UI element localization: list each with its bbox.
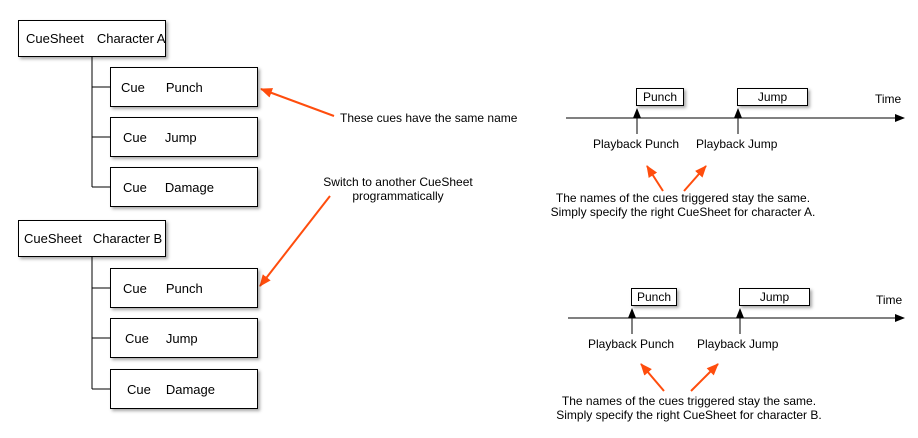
cuesheet-a-node: CueSheet Character A xyxy=(18,20,166,57)
switch-arrow xyxy=(259,195,331,287)
cue-a-damage-node: Cue Damage xyxy=(110,167,258,207)
cue-a-punch-node: Cue Punch xyxy=(110,67,258,107)
timeline-b-playback-punch: Playback Punch xyxy=(588,337,675,351)
timeline-b-caption-line1: The names of the cues triggered stay the… xyxy=(561,394,817,408)
cuesheet-a-name: Character A xyxy=(96,31,166,46)
timeline-b xyxy=(568,308,905,392)
cuesheet-b-label: CueSheet xyxy=(24,231,82,246)
timeline-a-event-jump: Jump xyxy=(737,88,808,106)
cue-label: Cue xyxy=(127,381,151,397)
timeline-a-arrow-right xyxy=(683,165,707,192)
cue-label: Cue xyxy=(123,129,147,145)
switch-note-line1: Switch to another CueSheet xyxy=(323,175,473,189)
timeline-b-arrow-right xyxy=(690,363,719,392)
timeline-a-caption-line1: The names of the cues triggered stay the… xyxy=(555,191,811,205)
cuesheet-a-label: CueSheet xyxy=(26,31,84,46)
cue-name: Jump xyxy=(165,330,198,346)
timeline-a-playback-punch: Playback Punch xyxy=(593,137,680,151)
cue-name: Damage xyxy=(165,381,215,397)
timeline-b-caption: The names of the cues triggered stay the… xyxy=(519,394,859,422)
switch-note: Switch to another CueSheet programmatica… xyxy=(318,175,478,203)
cue-label: Cue xyxy=(123,280,147,296)
cue-label: Cue xyxy=(125,330,149,346)
cuesheet-b-node: CueSheet Character B xyxy=(18,220,166,257)
timeline-a-time-label: Time xyxy=(875,92,902,106)
timeline-b-event-jump: Jump xyxy=(739,288,810,306)
cue-name: Punch xyxy=(165,79,203,95)
cue-b-punch-node: Cue Punch xyxy=(110,268,258,308)
switch-note-line2: programmatically xyxy=(352,189,444,203)
timeline-b-arrow-left xyxy=(640,363,665,392)
timeline-b-event-punch: Punch xyxy=(631,288,677,306)
timeline-a xyxy=(566,108,905,192)
timeline-a-caption-line2: Simply specify the right CueSheet for ch… xyxy=(550,205,816,219)
cue-b-damage-node: Cue Damage xyxy=(110,369,258,409)
tree-b-connectors xyxy=(91,257,110,390)
timeline-a-playback-jump: Playback Jump xyxy=(696,137,778,151)
cue-label: Cue xyxy=(123,179,147,195)
timeline-b-time-label: Time xyxy=(876,293,903,307)
cue-name: Damage xyxy=(164,179,214,195)
same-name-note: These cues have the same name xyxy=(340,111,518,125)
tree-a-connectors xyxy=(91,57,110,188)
same-name-arrow xyxy=(260,88,335,117)
cue-b-jump-node: Cue Jump xyxy=(110,318,258,358)
timeline-b-caption-line2: Simply specify the right CueSheet for ch… xyxy=(556,408,822,422)
cuesheet-b-name: Character B xyxy=(92,231,163,246)
cue-label: Cue xyxy=(121,79,145,95)
timeline-a-caption: The names of the cues triggered stay the… xyxy=(513,191,853,219)
timeline-a-event-punch: Punch xyxy=(636,88,684,106)
timeline-b-playback-jump: Playback Jump xyxy=(697,337,779,351)
cue-name: Jump xyxy=(164,129,197,145)
timeline-a-arrow-left xyxy=(646,165,664,192)
cue-name: Punch xyxy=(165,280,203,296)
cue-a-jump-node: Cue Jump xyxy=(110,117,258,157)
